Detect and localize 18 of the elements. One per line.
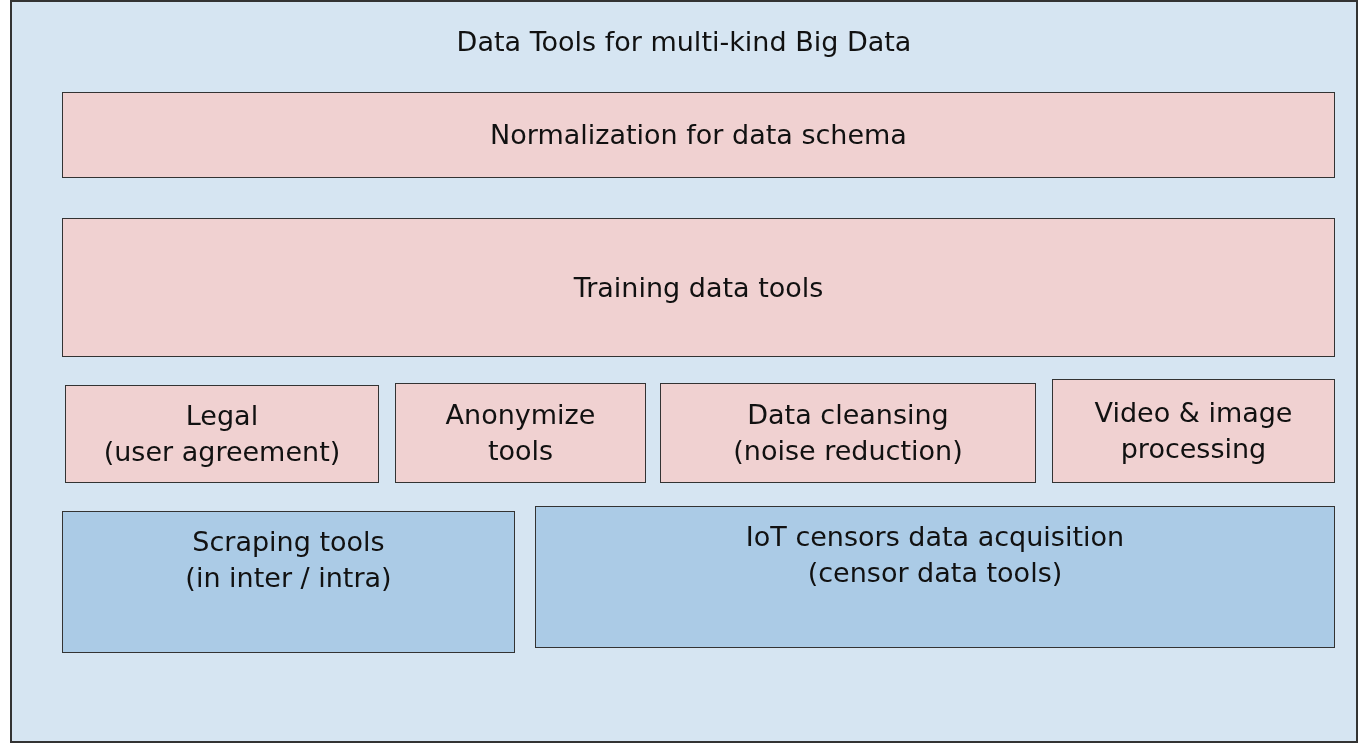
box-label: Legal (user agreement)	[102, 399, 342, 469]
container-panel	[10, 0, 1358, 743]
tool-box	[62, 218, 1335, 357]
box-label: Training data tools	[572, 270, 825, 305]
box-label: Scraping tools (in inter / intra)	[184, 525, 393, 595]
tool-box	[1052, 379, 1335, 483]
tool-box	[62, 511, 515, 653]
box-label: Anonymize tools	[444, 398, 597, 468]
tool-box	[395, 383, 646, 483]
box-label: IoT censors data acquisition (censor data tools)	[744, 520, 1126, 590]
box-label: Data cleansing (noise reduction)	[732, 398, 964, 468]
tool-box	[62, 92, 1335, 178]
box-label: Video & image processing	[1093, 396, 1294, 466]
tool-box	[660, 383, 1036, 483]
tool-box	[535, 506, 1335, 648]
box-label: Normalization for data schema	[489, 118, 908, 152]
tool-box	[65, 385, 379, 483]
panel-heading: Data Tools for multi-kind Big Data	[455, 25, 913, 59]
